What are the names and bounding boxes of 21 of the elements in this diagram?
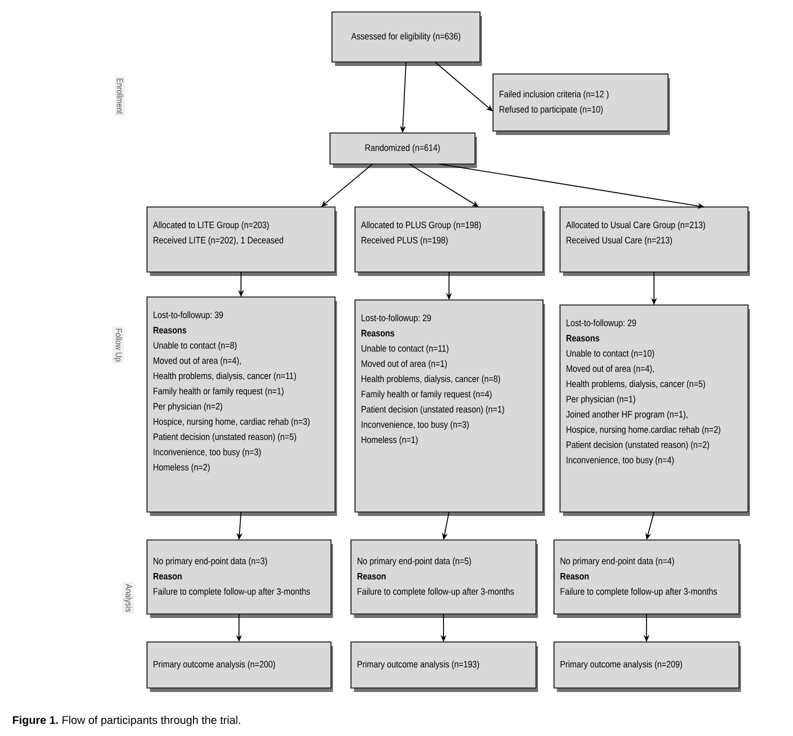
flow-box: No primary end-point data (n=5) Reason Failure to complete follow-up after 3-months — [350, 539, 538, 618]
stage-label: Enrollment — [115, 76, 125, 116]
stage-label: Analysis — [122, 582, 134, 614]
flow-box: No primary end-point data (n=4) Reason Failure to complete follow-up after 3-months — [553, 539, 741, 618]
flow-box: Randomized (n=614) — [329, 132, 477, 168]
flow-box: No primary end-point data (n=3) Reason Failure to complete follow-up after 3-months — [146, 539, 333, 618]
flow-box: Primary outcome analysis (n=200) — [146, 641, 333, 692]
caption: Figure 1. Flow of participants through the trial. — [13, 716, 240, 726]
flow-box: Lost-to-followup: 29 Reasons Unable to contact (n=10) Moved out of area (n=4), Health problems, dialysis, cancer (n=5) Per physician (n=1) Joined another HF program (n=1), Hospice, nursing home.cardiac rehab (n=2) Patient decision (unstated reason) (n=2) Inconvenience, too busy (n=4) — [559, 304, 750, 516]
flow-box: Primary outcome analysis (n=209) — [553, 641, 741, 692]
flow-box: Failed inclusion criteria (n=12 ) Refused to participate (n=10) — [492, 73, 670, 135]
stage-label: Follow Up — [112, 326, 124, 364]
flow-box: Allocated to Usual Care Group (n=213) Received Usual Care (n=213) — [559, 206, 750, 276]
flow-box: Allocated to LITE Group (n=203) Received LITE (n=202), 1 Deceased — [146, 206, 337, 276]
flow-box: Allocated to PLUS Group (n=198) Received PLUS (n=198) — [354, 206, 545, 276]
flow-box: Lost-to-followup: 39 Reasons Unable to contact (n=8) Moved out of area (n=4), Health problems, dialysis, cancer (n=11) Family health or family request (n=1) Per physician (n=2) Hospice, nursing home, cardiac rehab (n=3) Patient decision (unstated reason) (n=5) Inconvenience, too busy (n=3) Homeless (n=2) — [146, 296, 337, 516]
flow-box: Primary outcome analysis (n=193) — [350, 641, 538, 692]
arrow — [434, 62, 493, 112]
flow-box: Assessed for eligibility (n=636) — [331, 11, 482, 66]
arrow — [321, 164, 373, 207]
flow-box: Lost-to-followup: 29 Reasons Unable to contact (n=11) Moved out of area (n=1) Health problems, dialysis, cancer (n=8) Family health or family request (n=4) Patient decision (unstated reason) (n=1) Inconvenience, too busy (n=3) Homeless (n=1) — [354, 299, 545, 516]
